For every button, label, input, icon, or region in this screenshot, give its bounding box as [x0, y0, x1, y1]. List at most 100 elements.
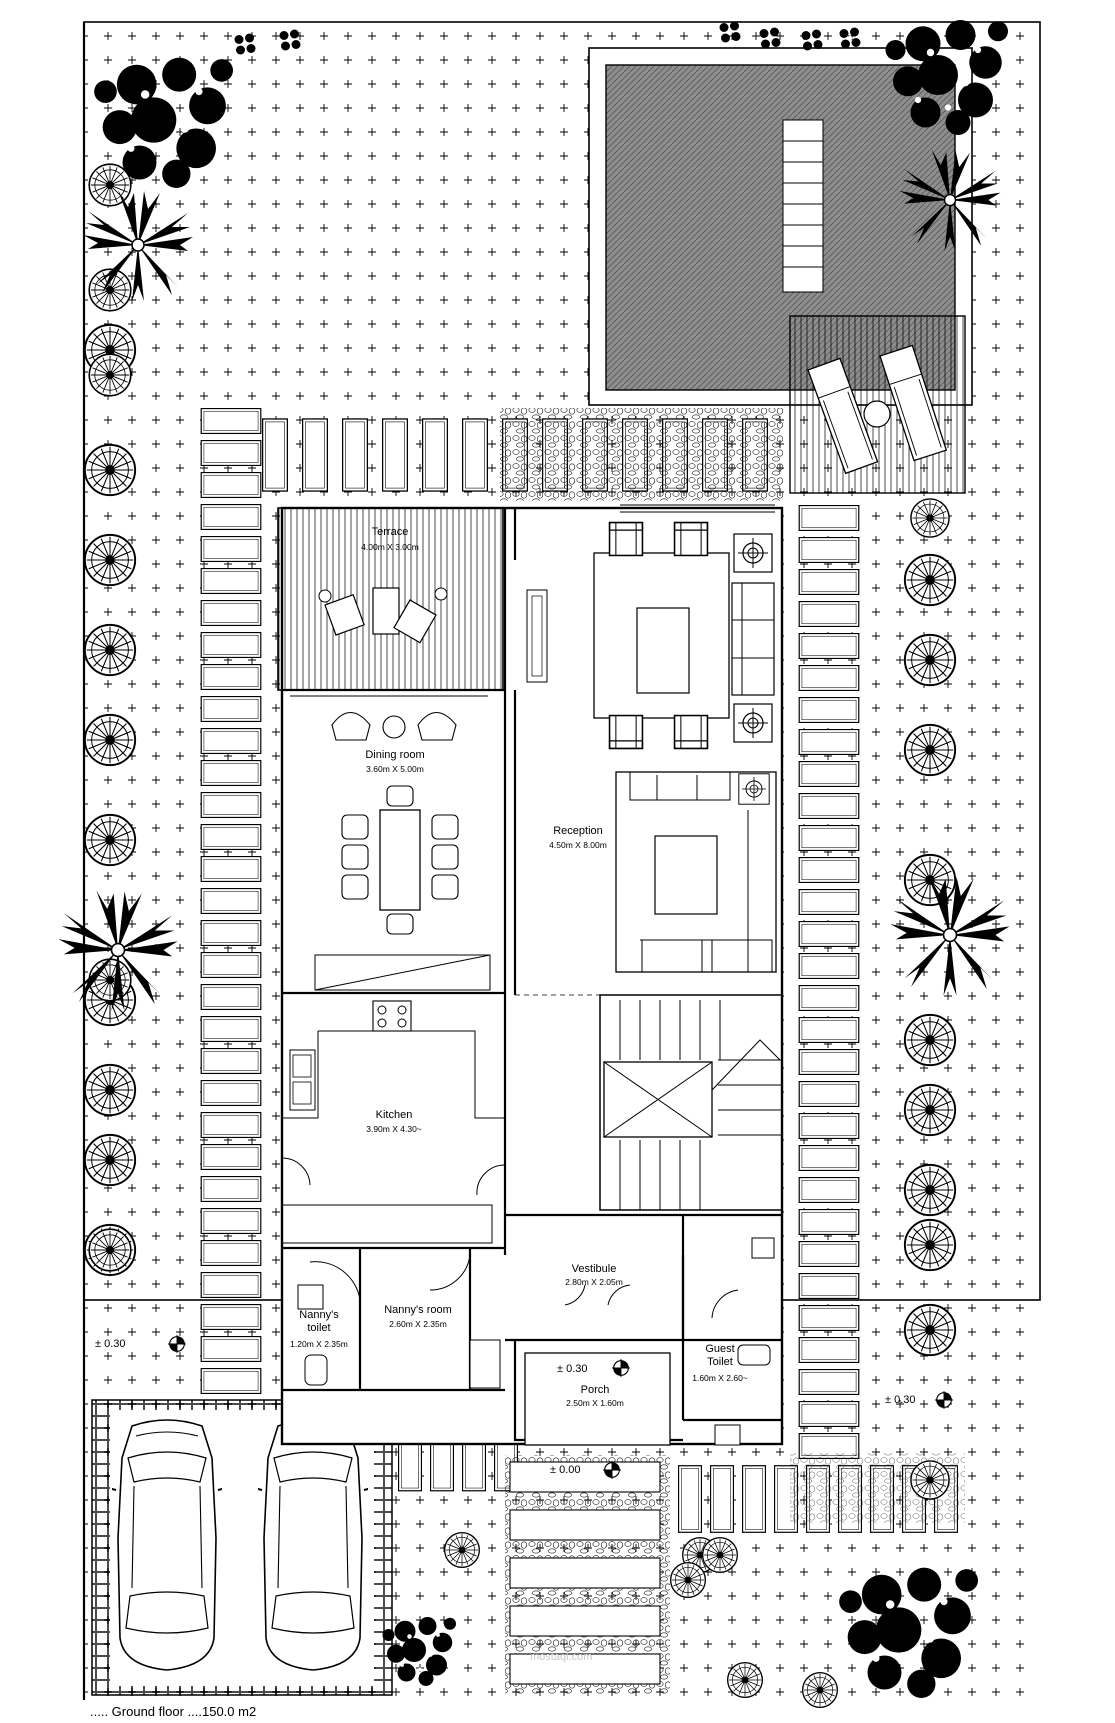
paving-tile	[678, 1465, 702, 1533]
paving-tile	[200, 1112, 262, 1138]
round-tree	[802, 1671, 838, 1709]
paving-tile	[798, 921, 860, 947]
paving-tile	[200, 1304, 262, 1330]
paving-tile	[302, 418, 328, 492]
paving-tile	[342, 418, 368, 492]
round-tree	[702, 1536, 738, 1574]
garage-paving	[91, 1399, 393, 1696]
round-tree	[903, 1218, 957, 1272]
paving-tile	[710, 1465, 734, 1533]
paving-tile	[798, 1209, 860, 1235]
paving-tile	[200, 792, 262, 818]
paving-tile	[200, 1144, 262, 1170]
round-tree	[83, 813, 137, 867]
paving-tile	[200, 472, 262, 498]
terrace-size: 4.00m X 3.00m	[361, 542, 419, 552]
paving-tile	[798, 633, 860, 659]
paving-tile	[200, 888, 262, 914]
paving-tile	[200, 632, 262, 658]
paving-tile	[798, 825, 860, 851]
paving-tile	[200, 920, 262, 946]
kitchen-fixtures	[281, 1000, 506, 1244]
level-entrance: ± 0.00	[550, 1464, 581, 1476]
car-left	[112, 1419, 222, 1671]
round-tree	[903, 723, 957, 777]
round-tree	[88, 1228, 132, 1272]
level-west: ± 0.30	[95, 1338, 126, 1350]
round-tree	[83, 713, 137, 767]
round-tree	[903, 1163, 957, 1217]
paving-tile	[798, 889, 860, 915]
entrance-walkway	[509, 1461, 661, 1685]
paving-tile	[798, 985, 860, 1011]
paving-tile	[798, 729, 860, 755]
level-porch: ± 0.30	[557, 1363, 588, 1375]
room-labels: Terrace 4.00m X 3.00m Dining room 3.60m …	[290, 526, 748, 1408]
paving-tile	[200, 760, 262, 786]
round-tree	[903, 1013, 957, 1067]
nanny-toilet-size: 1.20m X 2.35m	[290, 1339, 348, 1349]
paving-tile	[200, 952, 262, 978]
paving-tile	[200, 1080, 262, 1106]
paving-tile	[798, 601, 860, 627]
bathroom-fixtures	[297, 1237, 775, 1446]
paving-tile	[742, 1465, 766, 1533]
reception-furniture	[526, 521, 777, 973]
nanny-room-label: Nanny's room	[384, 1304, 452, 1316]
watermark-text: mostaql.com	[530, 1651, 592, 1663]
terrace-label: Terrace	[372, 526, 409, 538]
round-tree	[727, 1661, 763, 1699]
paving-tile	[200, 1336, 262, 1362]
dining-furniture	[314, 711, 491, 991]
paving-tile	[422, 418, 448, 492]
paving-tile	[200, 1208, 262, 1234]
paving-tile	[798, 793, 860, 819]
round-tree	[670, 1561, 706, 1599]
paving-tile	[798, 1273, 860, 1299]
round-tree	[83, 533, 137, 587]
reception-size: 4.50m X 8.00m	[549, 840, 607, 850]
paving-tile	[798, 1113, 860, 1139]
paving-tile	[200, 408, 262, 434]
paving-tile	[262, 418, 288, 492]
porch-size: 2.50m X 1.60m	[566, 1398, 624, 1408]
paving-tile	[200, 696, 262, 722]
paving-tile	[200, 1048, 262, 1074]
paving-tile	[798, 1369, 860, 1395]
paving-tile	[798, 857, 860, 883]
reception-label: Reception	[553, 825, 603, 837]
paving-tile	[798, 1305, 860, 1331]
round-tree	[910, 498, 950, 538]
paving-tile	[798, 1241, 860, 1267]
paving-tile	[798, 1081, 860, 1107]
paving-tile	[200, 1272, 262, 1298]
paving-tile	[798, 537, 860, 563]
paving-tile	[200, 1240, 262, 1266]
round-tree	[903, 633, 957, 687]
vestibule-label: Vestibule	[572, 1263, 617, 1275]
paving-tile	[200, 1016, 262, 1042]
paving-tile	[798, 1337, 860, 1363]
sun-lounger	[807, 357, 879, 475]
paving-tile	[200, 728, 262, 754]
porch-label: Porch	[581, 1384, 610, 1396]
guest-toilet-size: 1.60m X 2.60~	[692, 1373, 748, 1383]
pool-steps	[782, 119, 824, 293]
paving-tile	[798, 665, 860, 691]
paving-tile	[200, 824, 262, 850]
round-tree	[83, 443, 137, 497]
round-tree	[443, 1531, 481, 1569]
paving-tile	[200, 856, 262, 882]
nanny-room-size: 2.60m X 2.35m	[389, 1319, 447, 1329]
paving-tile	[798, 569, 860, 595]
round-tree	[903, 1303, 957, 1357]
car-right	[258, 1419, 368, 1671]
paving-tile	[200, 440, 262, 466]
paving-tile	[200, 536, 262, 562]
paving-tile	[200, 1176, 262, 1202]
round-tree	[903, 553, 957, 607]
round-tree	[83, 1063, 137, 1117]
